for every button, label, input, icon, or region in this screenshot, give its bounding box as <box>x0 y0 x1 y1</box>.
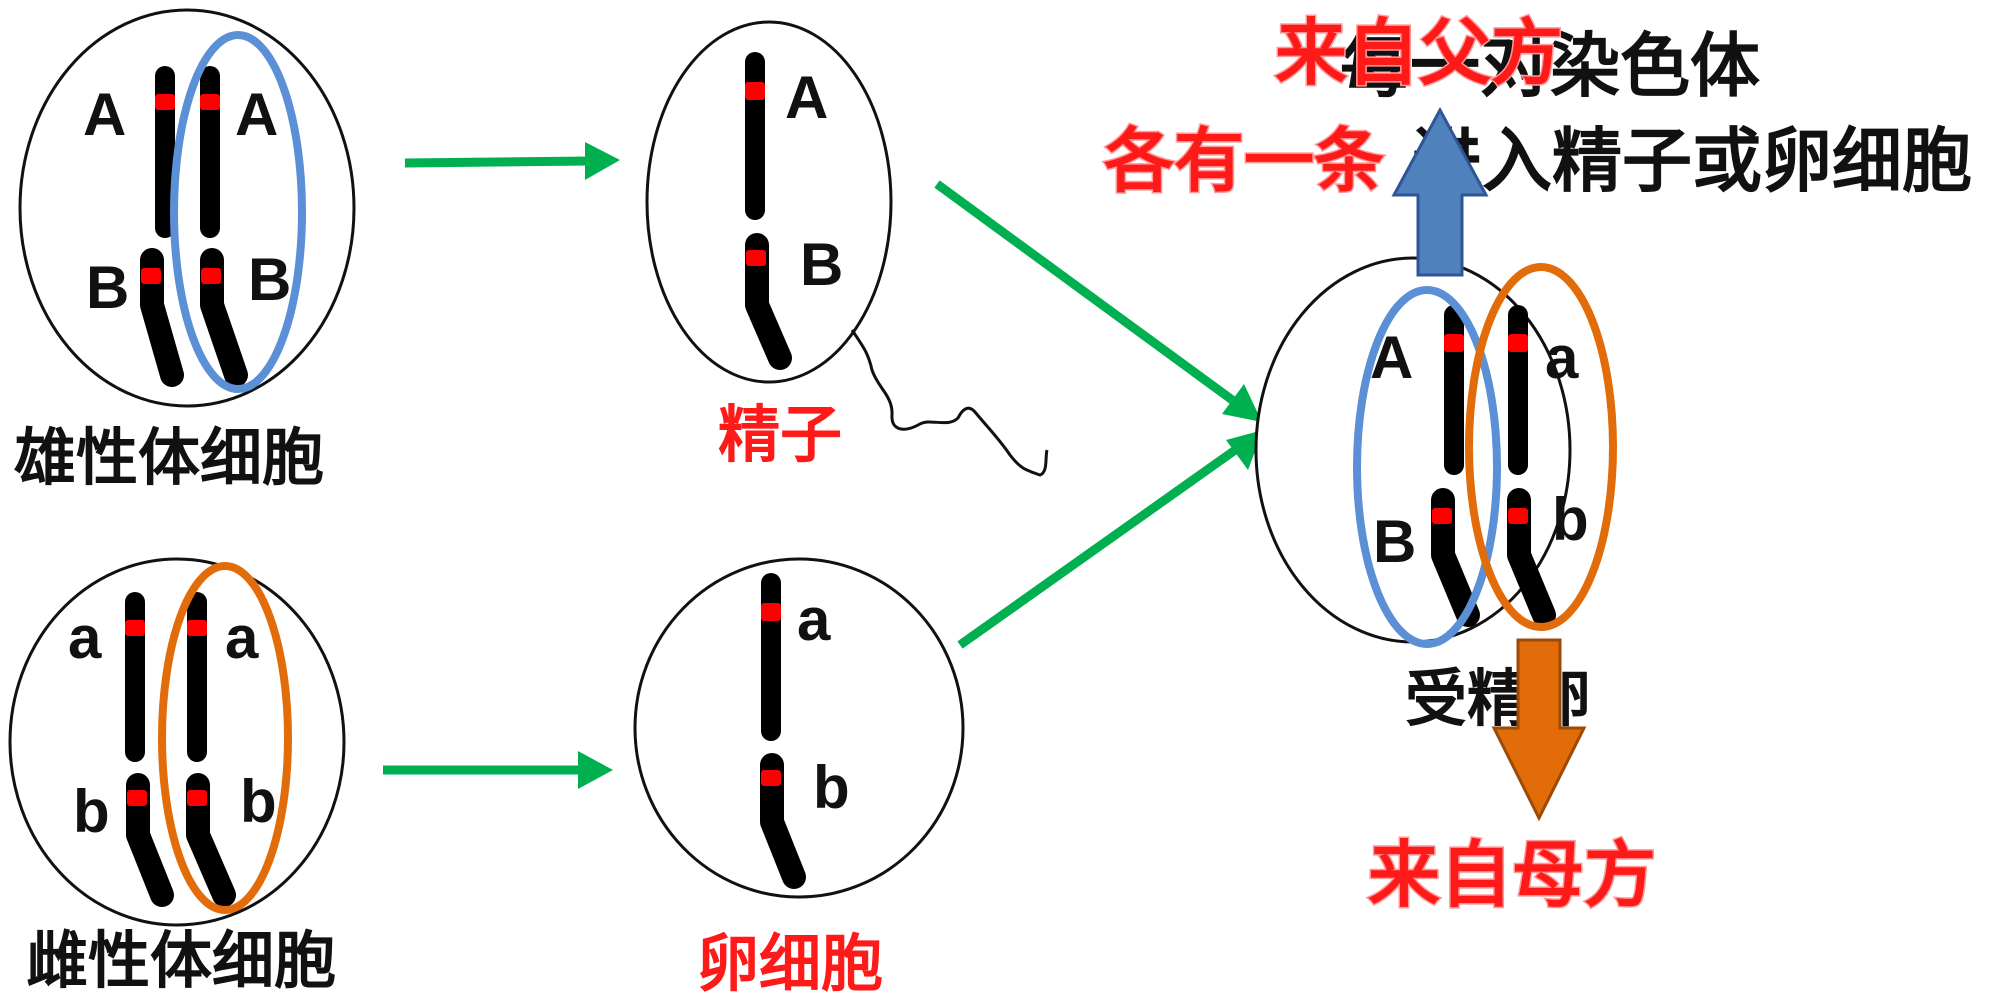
arrow-male-to-sperm <box>404 142 620 180</box>
egg-label: 卵细胞 <box>697 927 883 998</box>
centromere <box>746 250 766 266</box>
sperm-cell: A B <box>645 20 1049 477</box>
gene-label: B <box>86 254 129 321</box>
each-pair-text: 每一对染色体 <box>1340 25 1760 107</box>
gene-label: b <box>813 754 850 821</box>
paternal-highlight-oval <box>170 31 306 393</box>
from-father-label: 来自父方 <box>1275 11 1563 95</box>
centromere <box>761 770 781 786</box>
centromere <box>201 268 221 284</box>
paternal-highlight-oval <box>1353 286 1501 648</box>
chromosome <box>1508 305 1528 475</box>
chromosome <box>745 52 765 220</box>
centromere <box>200 94 220 110</box>
centromere <box>155 94 175 110</box>
arrow-sperm-to-zygote <box>934 180 1262 422</box>
maternal-down-arrow <box>1491 638 1587 822</box>
maternal-highlight-oval <box>158 562 292 914</box>
gene-label: B <box>1373 508 1416 575</box>
centromere <box>1508 334 1528 352</box>
gene-label: b <box>240 768 277 835</box>
chromosome <box>125 592 145 762</box>
chromosome <box>187 592 207 762</box>
gene-label: A <box>83 81 126 148</box>
male-cell-label: 雄性体细胞 <box>14 421 324 494</box>
paternal-up-arrow <box>1391 106 1489 277</box>
gene-label: a <box>797 586 831 653</box>
gene-label: A <box>785 64 828 131</box>
gene-label: b <box>1552 486 1589 553</box>
gene-label: B <box>248 246 291 313</box>
centromere <box>745 82 765 100</box>
centromere <box>187 790 207 806</box>
centromere <box>141 268 161 284</box>
egg-cell: a b <box>633 557 965 899</box>
maternal-highlight-oval <box>1465 263 1617 631</box>
female-cell-label: 雌性体细胞 <box>26 924 336 997</box>
centromere <box>127 790 147 806</box>
centromere <box>187 620 207 636</box>
male-somatic-cell: A A B B <box>18 8 356 408</box>
centromere <box>1508 508 1528 524</box>
chromosome <box>1444 305 1464 475</box>
gene-label: b <box>73 778 110 845</box>
centromere <box>1444 334 1464 352</box>
each-one-text: 各有一条 <box>1104 120 1384 202</box>
arrow-egg-to-zygote <box>957 430 1263 649</box>
female-somatic-cell: a a b b <box>8 557 346 927</box>
centromere <box>125 620 145 636</box>
sperm-label: 精子 <box>718 398 842 471</box>
from-mother-label: 来自母方 <box>1368 833 1656 917</box>
chromosome <box>200 66 220 238</box>
arrow-female-to-egg <box>383 751 613 789</box>
gene-label: B <box>800 231 843 298</box>
gene-label: a <box>1545 324 1579 391</box>
gene-label: a <box>68 604 102 671</box>
zygote-cell: 受精卵 A a B b <box>1254 256 1617 735</box>
enter-cells-text: 进入精子或卵细胞 <box>1412 120 1972 202</box>
centromere <box>761 603 781 621</box>
sperm-tail <box>850 329 1049 477</box>
zygote-label: 受精卵 <box>1405 662 1591 735</box>
gene-label: A <box>235 81 278 148</box>
chromosome <box>761 573 781 741</box>
centromere <box>1432 508 1452 524</box>
gene-label: a <box>225 604 259 671</box>
